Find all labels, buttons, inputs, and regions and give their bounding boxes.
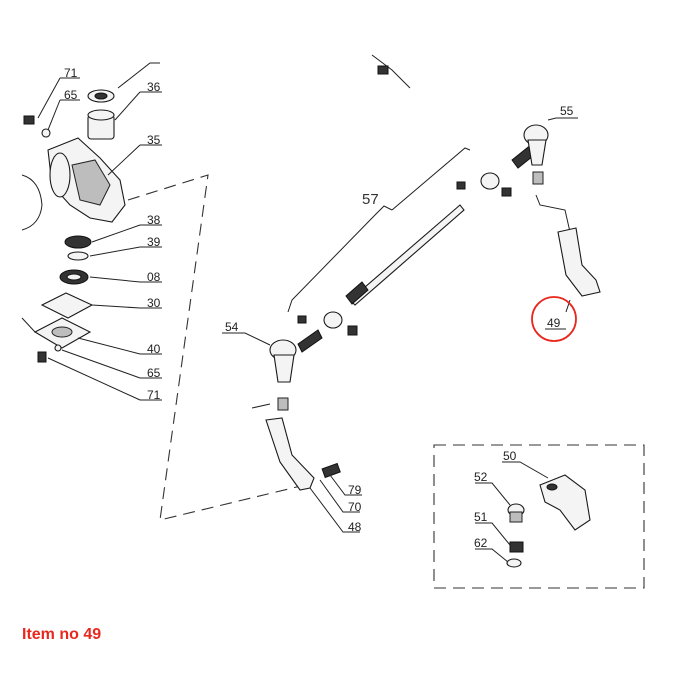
plate-center: [51, 326, 73, 338]
callout-49: 49: [547, 316, 561, 330]
leader-top: [117, 62, 160, 89]
bearing-inner: [66, 273, 82, 281]
callout-38: 38: [147, 213, 161, 227]
leader-39: [89, 246, 162, 257]
item-caption: Item no 49: [22, 626, 102, 643]
housing-inner: [71, 159, 111, 206]
top-shaft-line: [371, 54, 411, 89]
sub-assembly-box: [433, 444, 645, 589]
clamp-upper: [480, 172, 500, 190]
tie-rod-end-54-body: [273, 354, 295, 383]
callout-54: 54: [225, 320, 239, 334]
callout-65-bottom: 65: [147, 366, 161, 380]
callout-65-top: 65: [64, 88, 78, 102]
bolt-part-79: [321, 462, 341, 479]
callout-71-top: 71: [64, 66, 78, 80]
plate-edge-line: [21, 317, 36, 333]
tie-rod-assembly: [222, 54, 601, 533]
callout-40: 40: [147, 342, 161, 356]
callout-52: 52: [474, 470, 488, 484]
leader-71a: [37, 77, 80, 119]
dashed-boundary-left: [127, 174, 306, 521]
leader-65a: [47, 99, 80, 131]
group-57-brace: [287, 147, 471, 313]
gasket-part-30: [40, 292, 94, 319]
leader-48: [309, 487, 360, 533]
bolt-lower-right: [347, 325, 358, 336]
tie-rod-end-55-nut: [532, 171, 544, 185]
dashed-box: [433, 444, 645, 589]
lower-bolt-part-71: [37, 351, 47, 363]
leader-08: [89, 276, 162, 283]
seal-hole: [94, 92, 108, 100]
nut-part-51: [509, 541, 524, 553]
callout-39: 39: [147, 235, 161, 249]
bushing-top: [87, 109, 115, 121]
leader-30: [91, 304, 162, 309]
callout-08: 08: [147, 270, 161, 284]
bolt-part-71: [23, 115, 35, 125]
ring-part-39: [67, 251, 89, 261]
housing-flange: [49, 152, 71, 198]
callout-labels: 71 65 36 35 38 39 08 30 40 65 71 57 54 5…: [64, 66, 574, 550]
bracket-hole: [546, 483, 558, 491]
callout-36: 36: [147, 80, 161, 94]
callout-50: 50: [503, 449, 517, 463]
tie-rod-end-55-body: [527, 139, 547, 166]
leader-50: [502, 461, 549, 479]
leader-35: [107, 144, 162, 176]
nut-lower-left: [297, 315, 307, 324]
nut-upper-left: [456, 181, 466, 190]
leader-52: [475, 482, 511, 506]
ball-stem-52: [509, 511, 523, 523]
leader-65b: [61, 349, 162, 379]
gear-part-38: [64, 235, 92, 249]
callout-70: 70: [348, 500, 362, 514]
top-nut: [377, 65, 389, 75]
callout-48: 48: [348, 520, 362, 534]
clamp-lower: [323, 311, 343, 329]
highlight-circle-49: [531, 296, 577, 342]
leader-40: [77, 337, 162, 355]
callout-35: 35: [147, 133, 161, 147]
lower-washer-part-65: [54, 344, 62, 352]
callout-30: 30: [147, 296, 161, 310]
leader-54: [222, 332, 271, 346]
callout-71-bottom: 71: [147, 388, 161, 402]
leader-38: [91, 224, 162, 243]
leader-36: [114, 91, 162, 121]
leader-55: [547, 117, 578, 121]
tie-rod-end-54-thread: [297, 329, 323, 353]
leader-62: [475, 548, 509, 563]
tie-rod-end-54-nut: [277, 397, 289, 411]
leader-51: [475, 522, 511, 546]
steering-arm-part-49: [557, 227, 601, 297]
bracket-part-50: [539, 474, 591, 531]
callout-62: 62: [474, 536, 488, 550]
leader-79: [329, 474, 362, 496]
bolt-upper-right: [501, 187, 512, 197]
washer-part-65: [41, 128, 51, 138]
housing-edge: [21, 174, 43, 231]
callout-57: 57: [362, 191, 379, 208]
cotter-line-55: [535, 194, 571, 233]
leader-70: [319, 479, 360, 513]
steering-arm-part-48: [265, 417, 315, 491]
callout-51: 51: [474, 510, 488, 524]
callout-55: 55: [560, 104, 574, 118]
washer-part-62: [506, 558, 522, 568]
cotter-54: [251, 403, 271, 409]
leader-71b: [47, 357, 162, 401]
callout-79: 79: [348, 483, 362, 497]
tie-rod-thread-lower: [345, 281, 369, 305]
left-assembly: [21, 62, 306, 521]
